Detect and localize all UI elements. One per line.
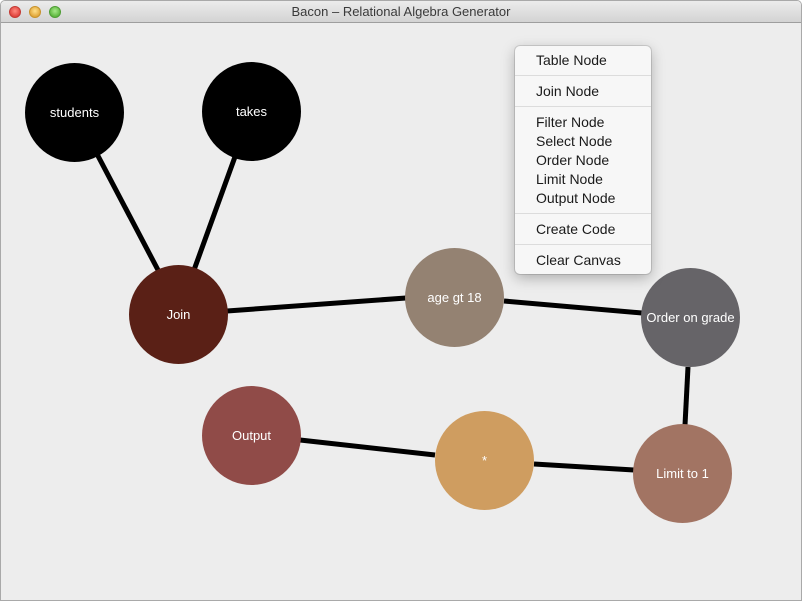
node-canvas[interactable]: students takes Join age gt 18 Order on g… xyxy=(1,23,801,600)
menu-item-order-node[interactable]: Order Node xyxy=(536,152,610,168)
limit-node[interactable]: Limit to 1 xyxy=(633,424,732,523)
edge-order-limit xyxy=(682,366,691,426)
menu-separator xyxy=(515,213,651,214)
edge-limit-select xyxy=(533,461,635,473)
context-menu: Table Node Join Node Filter Node Select … xyxy=(515,46,651,274)
menu-item-filter-node[interactable]: Filter Node xyxy=(536,114,605,130)
menu-item-create-code[interactable]: Create Code xyxy=(536,221,616,237)
node-label: * xyxy=(481,453,488,468)
menu-item-limit-node[interactable]: Limit Node xyxy=(536,171,603,187)
edge-filter-order xyxy=(503,298,643,316)
menu-separator xyxy=(515,75,651,76)
node-label: age gt 18 xyxy=(427,290,482,305)
title-bar: Bacon – Relational Algebra Generator xyxy=(1,1,801,23)
menu-item-select-node[interactable]: Select Node xyxy=(536,133,613,149)
menu-item-clear-canvas[interactable]: Clear Canvas xyxy=(536,252,621,268)
join-node[interactable]: Join xyxy=(129,265,228,364)
node-label: Join xyxy=(166,307,191,322)
menu-separator xyxy=(515,106,651,107)
edge-join-filter xyxy=(226,295,407,314)
close-window-button[interactable] xyxy=(9,6,21,18)
filter-node[interactable]: age gt 18 xyxy=(405,248,504,347)
menu-item-table-node[interactable]: Table Node xyxy=(536,52,607,68)
edge-select-output xyxy=(299,437,436,458)
node-label: Limit to 1 xyxy=(656,466,709,481)
menu-separator xyxy=(515,244,651,245)
output-node[interactable]: Output xyxy=(202,386,301,485)
edge-layer xyxy=(94,152,691,473)
students-table-node[interactable]: students xyxy=(25,63,124,162)
node-label: students xyxy=(49,105,100,120)
zoom-window-button[interactable] xyxy=(49,6,61,18)
edge-takes-join xyxy=(191,153,239,271)
minimize-window-button[interactable] xyxy=(29,6,41,18)
select-node[interactable]: * xyxy=(435,411,534,510)
window-title: Bacon – Relational Algebra Generator xyxy=(291,4,511,19)
edge-students-join xyxy=(94,152,161,272)
order-node[interactable]: Order on grade xyxy=(641,268,740,367)
node-label: takes xyxy=(235,104,268,119)
node-label: Output xyxy=(231,428,272,443)
menu-item-join-node[interactable]: Join Node xyxy=(536,83,600,99)
node-label: Order on grade xyxy=(646,310,735,325)
menu-item-output-node[interactable]: Output Node xyxy=(536,190,616,206)
takes-table-node[interactable]: takes xyxy=(202,62,301,161)
